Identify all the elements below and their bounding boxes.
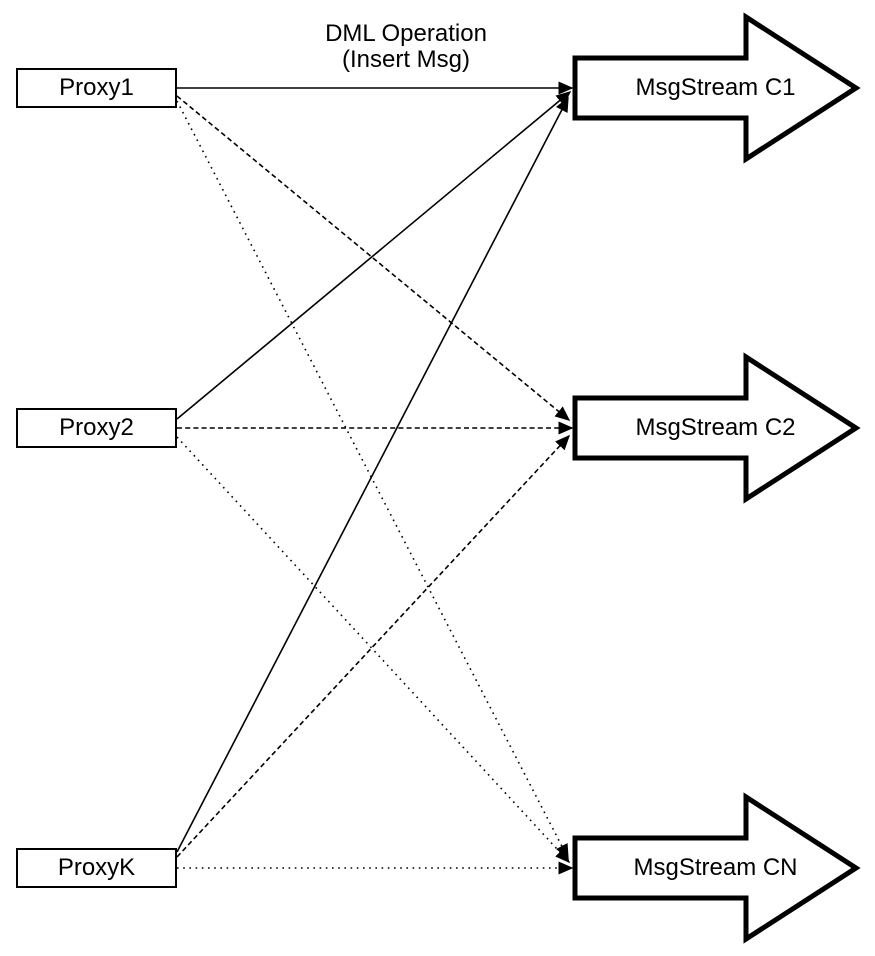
- proxy1-box: Proxy1: [16, 68, 177, 108]
- connection-proxyk-c1: [176, 96, 569, 853]
- msgstream-c1-label: MsgStream C1: [635, 74, 796, 101]
- connection-proxy1-c2: [176, 95, 571, 421]
- msgstream-cn-label: MsgStream CN: [633, 854, 798, 881]
- connection-proxy2-c1: [176, 91, 572, 420]
- msgstream-c2-label: MsgStream C2: [635, 414, 796, 441]
- proxy2-box: Proxy2: [16, 408, 177, 448]
- connection-proxy2-cn: [176, 436, 571, 864]
- proxy1-label: Proxy1: [59, 74, 134, 101]
- msgstream-c2-arrow-shape: [572, 352, 861, 504]
- diagram-title-line1: DML Operation: [325, 20, 487, 47]
- diagram-title: DML Operation (Insert Msg): [256, 21, 556, 73]
- proxyk-label: ProxyK: [57, 854, 136, 881]
- msgstream-cn-arrow-shape: [572, 792, 861, 944]
- proxyk-box: ProxyK: [16, 848, 177, 888]
- diagram-title-line2: (Insert Msg): [341, 46, 470, 73]
- msgstream-c1-arrow-shape: [572, 12, 861, 164]
- connection-proxy1-cn: [176, 100, 569, 860]
- proxy2-label: Proxy2: [59, 414, 134, 441]
- connection-proxyk-c2: [176, 434, 571, 858]
